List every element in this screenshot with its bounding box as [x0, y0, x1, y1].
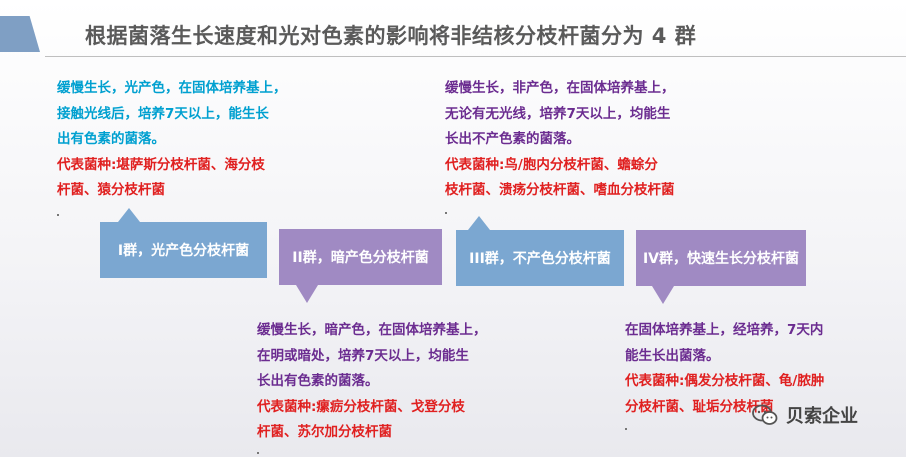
group-4-rep-line: 分枝杆菌、耻垢分枝杆菌 [625, 398, 774, 415]
group-3-rep-line: 枝杆菌、溃疡分枝杆菌、嗜血分枝杆菌 [445, 182, 675, 198]
watermark-logo: 贝索企业 [752, 402, 858, 428]
group-3-desc-line: 缓慢生长，非产色，在固体培养基上， [445, 80, 675, 96]
group-3-desc-line: 无论有无光线，培养7天以上，均能生 [445, 105, 671, 122]
group-2-marker [257, 452, 259, 454]
group-4-label: IV群，快速生长分枝杆菌 [642, 251, 800, 267]
group-3-desc-line: 长出不产色素的菌落。 [445, 131, 580, 147]
group-1-marker [57, 214, 59, 216]
group-4-desc-line: 在固体培养基上，经培养，7天内 [625, 322, 824, 338]
group-4-desc-line: 能生长出菌落。 [625, 347, 720, 364]
wechat-icon [752, 404, 778, 426]
group-4-pointer [652, 286, 674, 304]
group-2-label: II群，暗产色分枝杆菌 [292, 250, 429, 266]
group-1-rep-line: 杆菌、猿分枝杆菌 [57, 182, 165, 198]
title-accent-bar [0, 16, 40, 52]
group-3-box: III群，不产色分枝杆菌 [456, 230, 624, 286]
group-1-box: I群，光产色分枝杆菌 [100, 222, 267, 278]
group-1-desc-line: 接触光线后，培养7天以上，能生长 [57, 105, 269, 122]
group-4-text: 在固体培养基上，经培养，7天内 能生长出菌落。 代表菌种:偶发分枝杆菌、龟/脓肿… [625, 318, 824, 420]
group-1-text: 缓慢生长，光产色，在固体培养基上， 接触光线后，培养7天以上，能生长 出有色素的… [57, 76, 287, 204]
group-3-label: III群，不产色分枝杆菌 [469, 251, 611, 267]
group-1-desc-line: 出有色素的菌落。 [57, 131, 165, 147]
group-1-rep-line: 代表菌种:堪萨斯分枝杆菌、海分枝 [57, 156, 265, 173]
group-2-desc-line: 长出有色素的菌落。 [257, 373, 379, 389]
watermark-text: 贝索企业 [786, 406, 858, 427]
group-2-box: II群，暗产色分枝杆菌 [279, 229, 442, 285]
group-1-label: I群，光产色分枝杆菌 [117, 243, 250, 259]
title-underline [45, 56, 906, 57]
group-4-rep-line: 代表菌种:偶发分枝杆菌、龟/脓肿 [625, 373, 825, 389]
group-3-text: 缓慢生长，非产色，在固体培养基上， 无论有无光线，培养7天以上，均能生 长出不产… [445, 76, 675, 204]
group-2-pointer [296, 285, 318, 303]
group-3-marker [445, 212, 447, 214]
group-3-rep-line: 代表菌种:鸟/胞内分枝杆菌、蟾蜍分 [445, 156, 658, 173]
group-3-pointer [468, 216, 490, 230]
group-2-text: 缓慢生长，暗产色，在固体培养基上， 在明或暗处，培养7天以上，均能生 长出有色素… [257, 318, 487, 446]
group-1-pointer [118, 208, 140, 222]
page-title: 根据菌落生长速度和光对色素的影响将非结核分枝杆菌分为 4 群 [85, 24, 697, 48]
group-2-desc-line: 缓慢生长，暗产色，在固体培养基上， [257, 322, 487, 338]
group-2-rep-line: 代表菌种:瘰疬分枝杆菌、戈登分枝 [257, 398, 465, 415]
group-2-rep-line: 杆菌、苏尔加分枝杆菌 [257, 424, 392, 440]
group-4-marker [625, 428, 627, 430]
group-1-desc-line: 缓慢生长，光产色，在固体培养基上， [57, 80, 287, 96]
group-2-desc-line: 在明或暗处，培养7天以上，均能生 [257, 347, 469, 364]
group-4-box: IV群，快速生长分枝杆菌 [636, 230, 806, 286]
